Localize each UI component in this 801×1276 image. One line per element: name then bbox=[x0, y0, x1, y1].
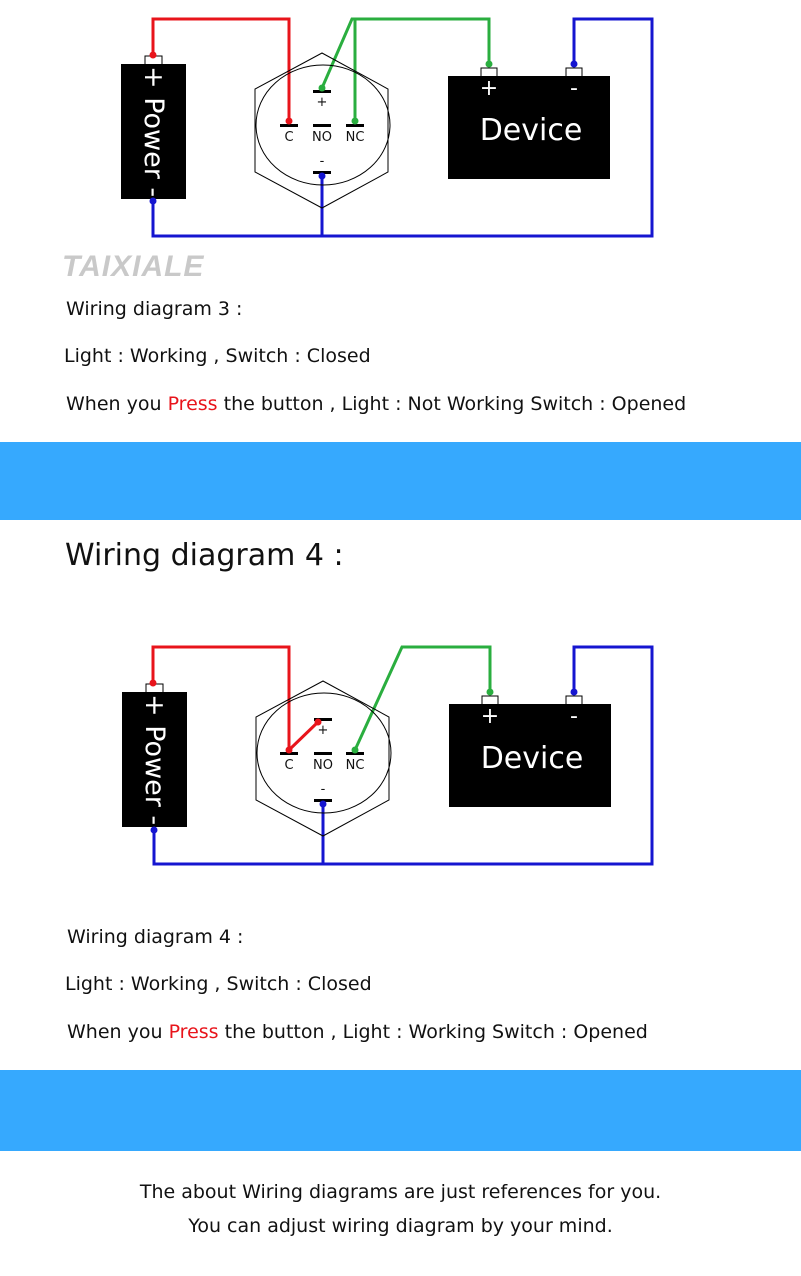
switch-body bbox=[256, 692, 392, 814]
blue-wire bbox=[152, 645, 654, 866]
press-before: When you bbox=[67, 1021, 169, 1043]
pin-minus: - bbox=[321, 782, 326, 797]
state-3: Light : Working , Switch : Closed bbox=[64, 345, 371, 367]
caption-4: Wiring diagram 4 : bbox=[67, 926, 244, 948]
device-label: Device bbox=[480, 113, 583, 148]
switch-hex bbox=[255, 680, 390, 837]
footer-line-1: The about Wiring diagrams are just refer… bbox=[139, 1181, 662, 1203]
pin-minus: - bbox=[320, 154, 325, 169]
press-4: When you Press the button , Light : Work… bbox=[67, 1021, 648, 1043]
power-label: + Power - bbox=[138, 66, 169, 197]
blue-wire bbox=[151, 17, 654, 238]
device-minus: - bbox=[570, 704, 578, 729]
press-after: the button , Light : Working Switch : Op… bbox=[218, 1021, 648, 1043]
heading-4: Wiring diagram 4 : bbox=[65, 538, 344, 573]
pin-nc: NC bbox=[346, 758, 365, 773]
blue-divider bbox=[0, 1070, 801, 1151]
pin-c: C bbox=[284, 758, 293, 773]
blue-divider bbox=[0, 442, 801, 520]
red-link bbox=[287, 720, 320, 752]
pin-nc: NC bbox=[346, 130, 365, 145]
red-wire bbox=[151, 17, 291, 121]
power-label: + Power - bbox=[139, 694, 170, 825]
switch-hex bbox=[254, 52, 389, 209]
wiring-diagram-4: + Power - + C NO NC - + - Device bbox=[122, 645, 654, 866]
red-wire bbox=[151, 645, 291, 750]
press-3: When you Press the button , Light : Not … bbox=[66, 393, 686, 415]
device bbox=[449, 704, 611, 807]
green-wire bbox=[353, 645, 492, 751]
caption-3: Wiring diagram 3 : bbox=[66, 298, 243, 320]
device-plus: + bbox=[480, 76, 498, 101]
device-plus: + bbox=[481, 704, 499, 729]
press-word: Press bbox=[167, 393, 218, 415]
state-4: Light : Working , Switch : Closed bbox=[65, 973, 372, 995]
pin-c: C bbox=[284, 130, 293, 145]
device-minus: - bbox=[570, 76, 578, 101]
wiring-diagram-3: + Power - + C NO NC - + - Device bbox=[121, 17, 654, 238]
press-after: the button , Light : Not Working Switch … bbox=[217, 393, 687, 415]
green-wire-plus bbox=[320, 17, 491, 89]
pin-plus: + bbox=[318, 723, 329, 738]
pin-no: NO bbox=[312, 130, 332, 145]
pin-plus: + bbox=[317, 95, 328, 110]
press-word: Press bbox=[168, 1021, 219, 1043]
power-source bbox=[122, 692, 187, 827]
press-before: When you bbox=[66, 393, 168, 415]
watermark-logo: TAIXIALE bbox=[62, 250, 205, 283]
device-label: Device bbox=[481, 741, 584, 776]
footer-line-2: You can adjust wiring diagram by your mi… bbox=[188, 1215, 613, 1237]
device bbox=[448, 76, 610, 179]
pin-no: NO bbox=[313, 758, 333, 773]
switch-body bbox=[255, 64, 391, 186]
power-source bbox=[121, 64, 186, 199]
